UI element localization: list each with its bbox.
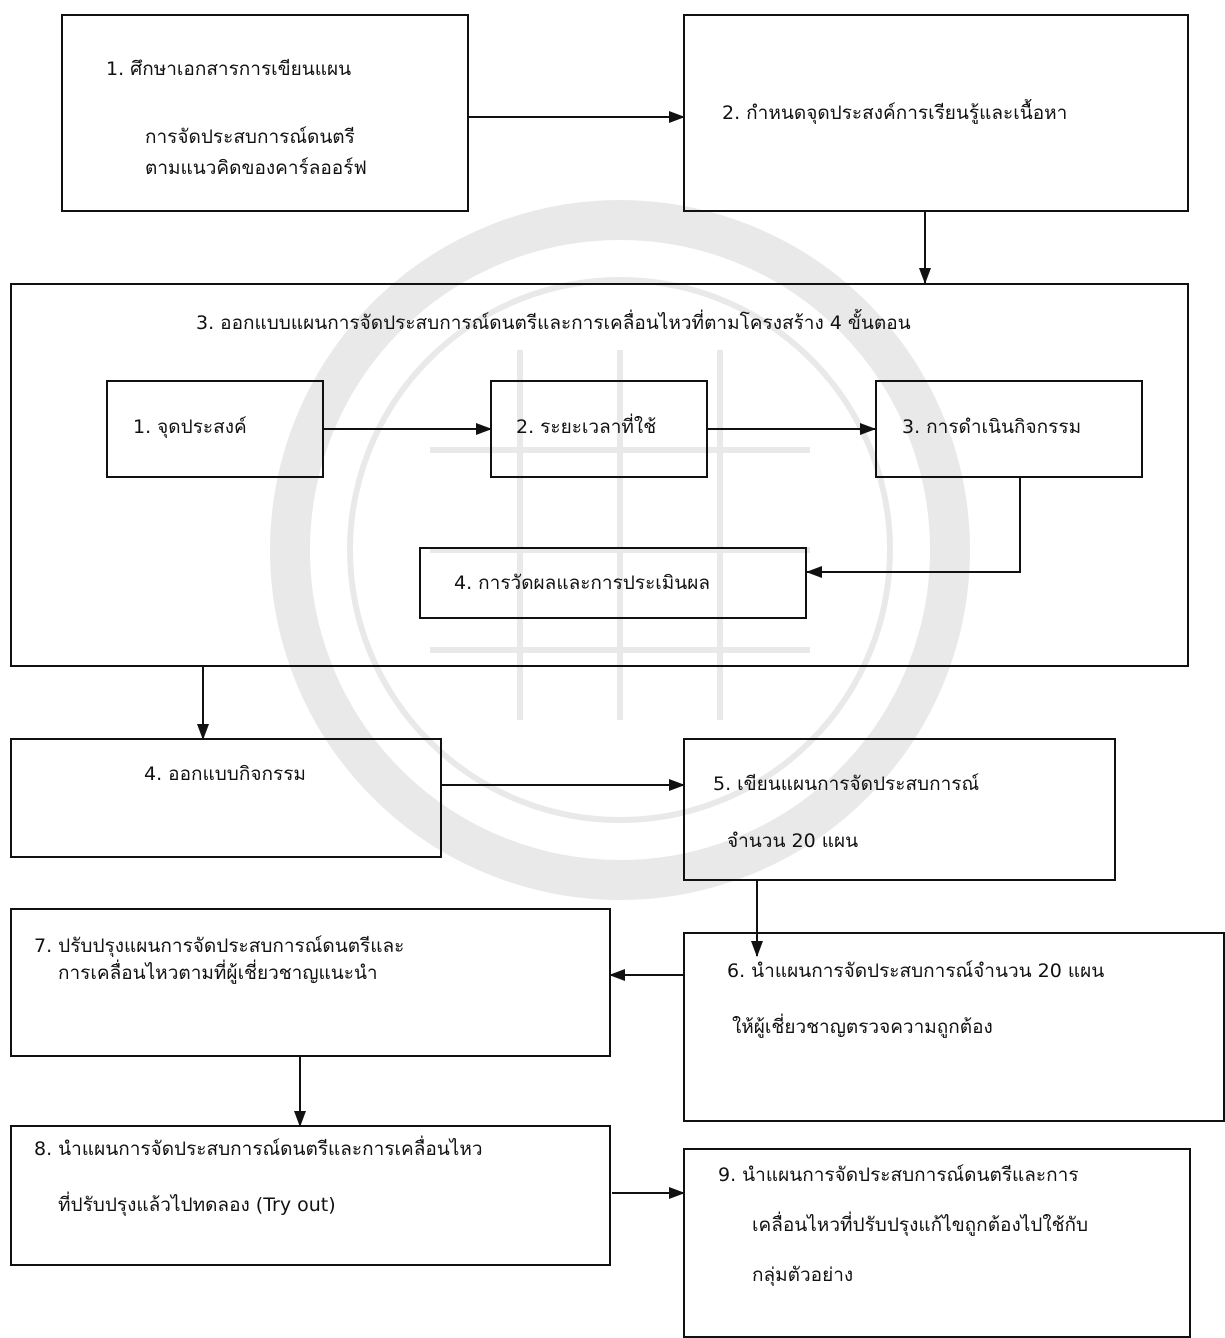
step-7-line-1: 7. ปรับปรุงแผนการจัดประสบการณ์ดนตรีและ [34,935,405,957]
step-3-sub-3-label: 3. การดำเนินกิจกรรม [902,416,1082,438]
step-6-line-2: ให้ผู้เชี่ยวชาญตรวจความถูกต้อง [732,1016,993,1038]
step-8-line-1: 8. นำแผนการจัดประสบการณ์ดนตรีและการเคลื่… [34,1138,483,1160]
step-8-line-2: ที่ปรับปรุงแล้วไปทดลอง (Try out) [58,1194,336,1216]
step-2-line-1: 2. กำหนดจุดประสงค์การเรียนรู้และเนื้อหา [722,102,1068,124]
step-1-line-2: การจัดประสบการณ์ดนตรี [145,126,355,148]
watermark-seal [270,200,970,900]
step-7-line-2: การเคลื่อนไหวตามที่ผู้เชี่ยวชาญแนะนำ [58,962,378,984]
step-3-sub-3-box [875,380,1143,478]
step-3-container [10,283,1189,667]
step-8-box [10,1125,611,1266]
step-4-line-1: 4. ออกแบบกิจกรรม [144,763,306,785]
arrow-sub3-to-sub4 [806,477,1021,578]
step-9-line-2: เคลื่อนไหวที่ปรับปรุงแก้ไขถูกต้องไปใช้กั… [752,1214,1089,1236]
step-3-title: 3. ออกแบบแผนการจัดประสบการณ์ดนตรีและการเ… [196,312,911,334]
step-3-sub-1-label: 1. จุดประสงค์ [133,416,247,438]
step-4-box [10,738,442,858]
step-3-sub-4-label: 4. การวัดผลและการประเมินผล [454,572,711,594]
step-7-box [10,908,611,1057]
step-9-line-3: กลุ่มตัวอย่าง [752,1264,854,1286]
step-2-box [683,14,1189,212]
step-6-box [683,932,1225,1122]
step-1-box [61,14,469,212]
step-9-line-1: 9. นำแผนการจัดประสบการณ์ดนตรีและการ [718,1164,1079,1186]
step-5-box [683,738,1116,881]
step-3-sub-1-box [106,380,324,478]
step-3-sub-2-label: 2. ระยะเวลาที่ใช้ [516,416,657,438]
step-3-sub-2-box [490,380,708,478]
step-6-line-1: 6. นำแผนการจัดประสบการณ์จำนวน 20 แผน [727,960,1105,982]
step-1-line-3: ตามแนวคิดของคาร์ลออร์ฟ [145,157,367,179]
step-5-line-2: จำนวน 20 แผน [727,830,859,852]
step-1-line-1: 1. ศึกษาเอกสารการเขียนแผน [106,58,352,80]
step-5-line-1: 5. เขียนแผนการจัดประสบการณ์ [713,773,980,795]
step-3-sub-4-box [419,547,807,619]
